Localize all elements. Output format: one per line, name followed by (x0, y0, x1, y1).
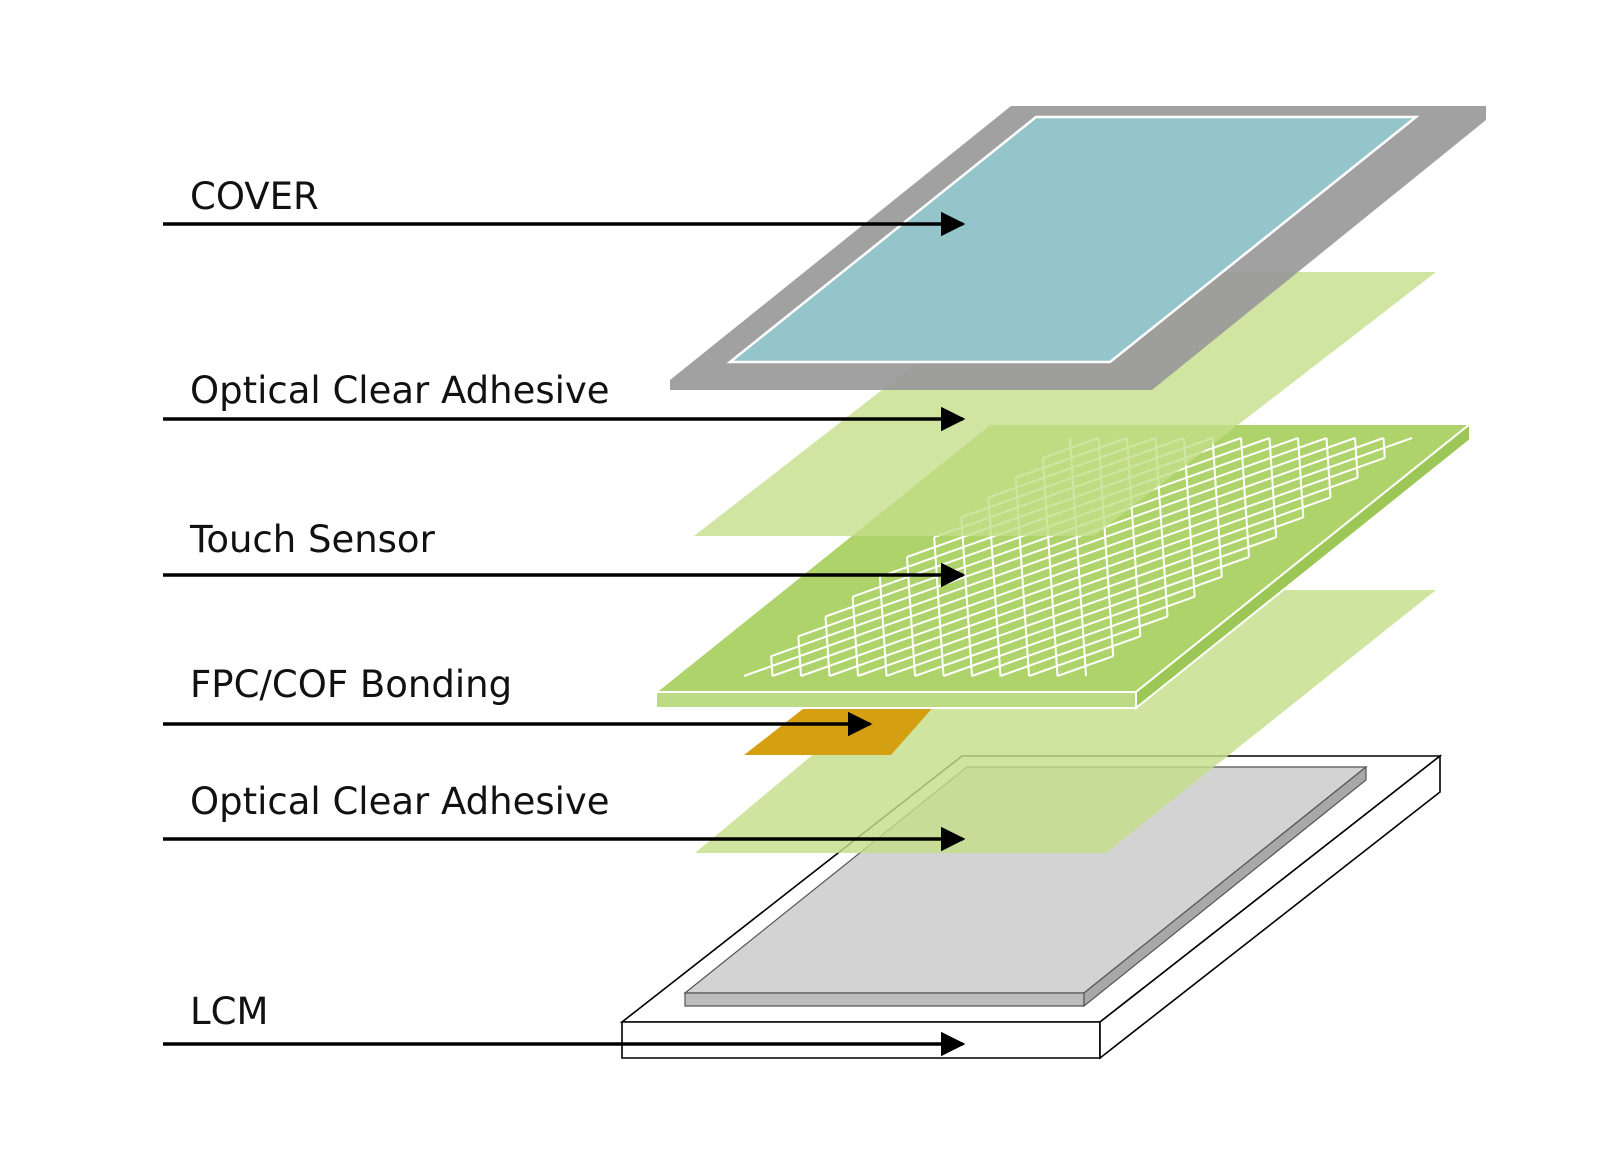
label-lcm: LCM (163, 990, 966, 1057)
lcm-panel-front (684, 992, 1085, 1007)
sensor-grid-line (1057, 655, 1114, 677)
sensor-grid-line (1028, 635, 1141, 677)
sensor-grid-line (1382, 437, 1386, 458)
sensor-grid-line (1000, 615, 1168, 677)
label-text-touch-sensor: Touch Sensor (189, 518, 436, 561)
sensor-grid-line (1325, 437, 1332, 498)
label-text-cover: COVER (190, 175, 319, 218)
label-touch-sensor: Touch Sensor (163, 518, 966, 588)
lcm-layer (619, 754, 1443, 1060)
sensor-front-face (655, 691, 1137, 709)
sensor-grid-line (943, 575, 1223, 677)
label-cover: COVER (163, 175, 966, 237)
sensor-side-face (1135, 421, 1471, 711)
fpc-tab (744, 705, 935, 755)
cover-glass (726, 115, 1420, 364)
label-text-fpc-cof: FPC/COF Bonding (190, 663, 512, 706)
sensor-grid-line (1354, 437, 1359, 478)
sensor-grid-line (886, 536, 1277, 677)
lcm-front-face (621, 1021, 1101, 1059)
sensor-grid-line (800, 476, 1359, 677)
label-oca-top: Optical Clear Adhesive (163, 369, 966, 432)
sensor-grid-line (971, 595, 1196, 677)
sensor-grid-line (857, 516, 1304, 677)
sensor-grid-line (1211, 437, 1223, 577)
sensor-grid-line (914, 556, 1250, 677)
label-text-oca-top: Optical Clear Adhesive (190, 369, 610, 412)
label-oca-bottom: Optical Clear Adhesive (163, 780, 966, 852)
sensor-grid-line (1297, 437, 1305, 518)
sensor-grid-line (1268, 437, 1278, 538)
sensor-grid-line (772, 456, 1386, 677)
label-text-oca-bottom: Optical Clear Adhesive (190, 780, 610, 823)
label-fpc-cof: FPC/COF Bonding (163, 663, 873, 737)
label-text-lcm: LCM (190, 990, 268, 1033)
cover-layer (670, 106, 1486, 390)
sensor-grid-line (1240, 437, 1250, 558)
lcm-panel-side (1083, 765, 1367, 1008)
oca-bottom-sheet (695, 590, 1436, 853)
oca-top-sheet (694, 272, 1436, 536)
lcm-side-face (1099, 754, 1441, 1060)
